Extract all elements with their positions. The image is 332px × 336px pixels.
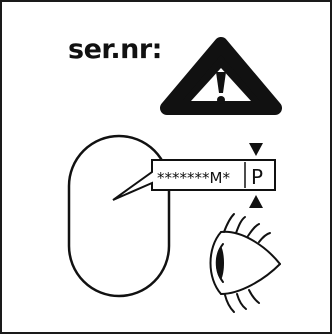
serial-number-label: ser.nr: [68,34,162,65]
device-outline [67,134,171,298]
masked-code-text: *******M* [157,169,230,187]
eye-icon [209,213,281,313]
warning-icon [160,37,282,115]
pointer-arrow-icon [249,143,263,208]
code-callout: *******M* P [112,159,276,201]
position-marker-text: P [251,165,263,189]
